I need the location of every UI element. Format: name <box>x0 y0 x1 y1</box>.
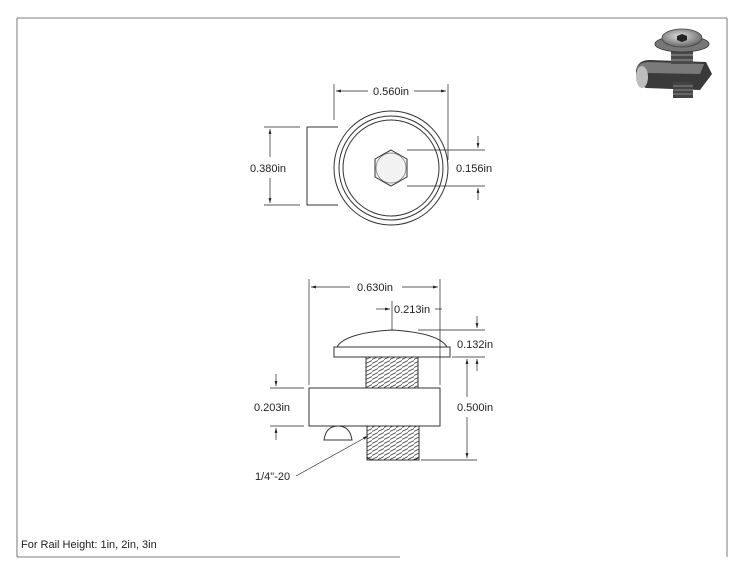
side-dimensions <box>270 279 485 477</box>
dim-height-top: 0.380in <box>250 163 286 175</box>
dim-hex: 0.156in <box>456 163 492 175</box>
dim-nut: 0.203in <box>254 402 290 414</box>
t-nut <box>308 387 441 427</box>
dim-length: 0.500in <box>457 402 493 414</box>
spring-ball <box>323 425 353 441</box>
side-view <box>308 329 451 461</box>
thread-callout: 1/4"-20 <box>255 471 290 483</box>
dim-width-side: 0.630in <box>357 282 393 294</box>
dim-width-top: 0.560in <box>373 86 409 98</box>
lower-thread <box>366 425 420 461</box>
top-view <box>306 110 449 226</box>
rail-height-note: For Rail Height: 1in, 2in, 3in <box>21 539 157 551</box>
isometric-fastener-icon <box>636 28 712 98</box>
dim-thread: 0.213in <box>394 304 430 316</box>
hex-socket <box>374 149 408 187</box>
screw-head <box>336 329 448 348</box>
upper-thread <box>365 356 419 389</box>
top-dimensions <box>264 84 485 206</box>
dim-head: 0.132in <box>457 339 493 351</box>
sheet-border <box>16 17 728 558</box>
